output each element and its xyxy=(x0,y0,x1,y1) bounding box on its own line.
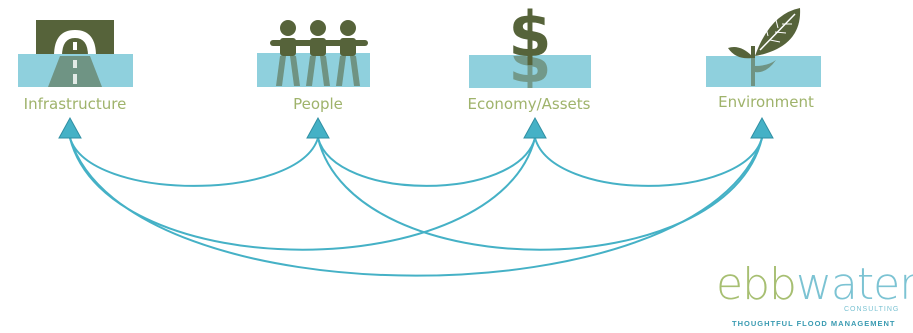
arrowhead-environment xyxy=(750,116,774,139)
svg-text:$: $ xyxy=(508,24,551,97)
arrowheads xyxy=(58,116,774,139)
logo-ebb: ebb xyxy=(716,259,797,310)
plant-icon xyxy=(706,8,821,87)
logo-tagline: THOUGHTFUL FLOOD MANAGEMENT xyxy=(732,319,896,328)
road-icon xyxy=(18,20,133,87)
logo-water: water xyxy=(795,259,913,310)
link-people-economy xyxy=(317,137,536,187)
link-infrastructure-people xyxy=(69,137,319,187)
logo-wordmark: ebbwater xyxy=(716,262,913,308)
ebbwater-logo: ebbwater CONSULTING THOUGHTFUL FLOOD MAN… xyxy=(716,262,913,329)
node-label-environment: Environment xyxy=(718,93,814,111)
node-label-economy: Economy/Assets xyxy=(467,95,591,113)
logo-consulting: CONSULTING xyxy=(844,306,900,313)
dollar-icon: $ $ xyxy=(469,0,591,97)
link-curves xyxy=(69,137,763,277)
arrowhead-economy xyxy=(523,116,547,139)
link-economy-environment xyxy=(534,137,763,187)
arrowhead-infrastructure xyxy=(58,116,82,139)
link-infrastructure-environment xyxy=(69,137,763,277)
link-infrastructure-economy xyxy=(69,137,536,251)
people-icon xyxy=(257,20,370,87)
node-label-infrastructure: Infrastructure xyxy=(23,95,127,113)
link-people-environment xyxy=(317,137,763,251)
node-label-people: People xyxy=(293,95,343,113)
arrowhead-people xyxy=(306,116,330,139)
svg-text:$: $ xyxy=(508,0,551,71)
